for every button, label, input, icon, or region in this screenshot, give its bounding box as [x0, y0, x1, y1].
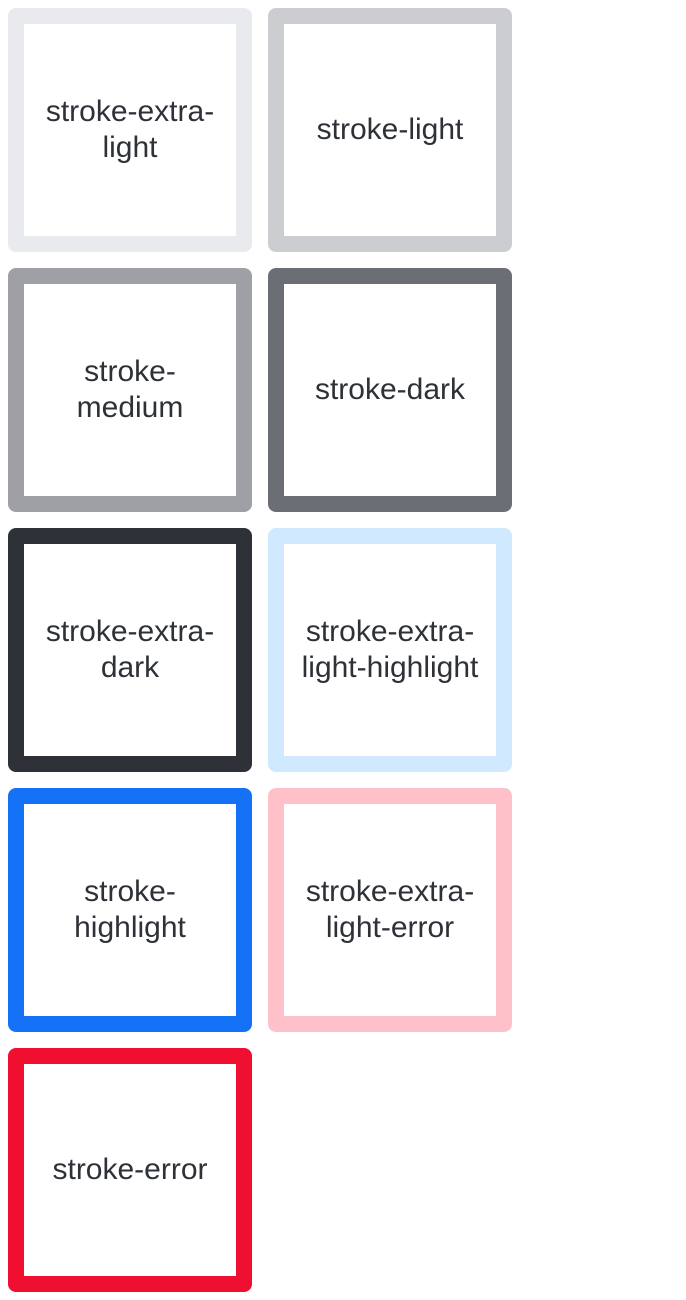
swatch-label: stroke-highlight — [74, 875, 186, 944]
swatch-label: stroke-extra-light-highlight — [301, 615, 479, 684]
swatch-stroke-dark: stroke-dark — [268, 268, 512, 512]
swatch-label: stroke-error — [52, 1153, 208, 1186]
swatch-inner: stroke-extra-dark — [24, 544, 236, 756]
swatch-stroke-light: stroke-light — [268, 8, 512, 252]
swatch-stroke-medium: stroke-medium — [8, 268, 252, 512]
swatch-inner: stroke-highlight — [24, 804, 236, 1016]
swatch-inner: stroke-error — [24, 1064, 236, 1276]
swatch-inner: stroke-extra-light-error — [284, 804, 496, 1016]
swatch-stroke-extra-light: stroke-extra-light — [8, 8, 252, 252]
swatch-stroke-highlight: stroke-highlight — [8, 788, 252, 1032]
swatch-inner: stroke-extra-light-highlight — [284, 544, 496, 756]
swatch-inner: stroke-medium — [24, 284, 236, 496]
swatch-stroke-extra-light-error: stroke-extra-light-error — [268, 788, 512, 1032]
swatch-label: stroke-dark — [314, 373, 466, 406]
swatch-label: stroke-medium — [76, 355, 184, 424]
stroke-swatch-grid: stroke-extra-light stroke-light stroke-m… — [8, 8, 512, 1292]
swatch-inner: stroke-dark — [284, 284, 496, 496]
swatch-stroke-extra-dark: stroke-extra-dark — [8, 528, 252, 772]
swatch-label: stroke-extra-light-error — [305, 875, 475, 944]
swatch-label: stroke-extra-dark — [45, 615, 215, 684]
swatch-stroke-error: stroke-error — [8, 1048, 252, 1292]
swatch-inner: stroke-light — [284, 24, 496, 236]
swatch-label: stroke-light — [316, 113, 464, 146]
swatch-inner: stroke-extra-light — [24, 24, 236, 236]
swatch-stroke-extra-light-highlight: stroke-extra-light-highlight — [268, 528, 512, 772]
swatch-label: stroke-extra-light — [45, 95, 215, 164]
